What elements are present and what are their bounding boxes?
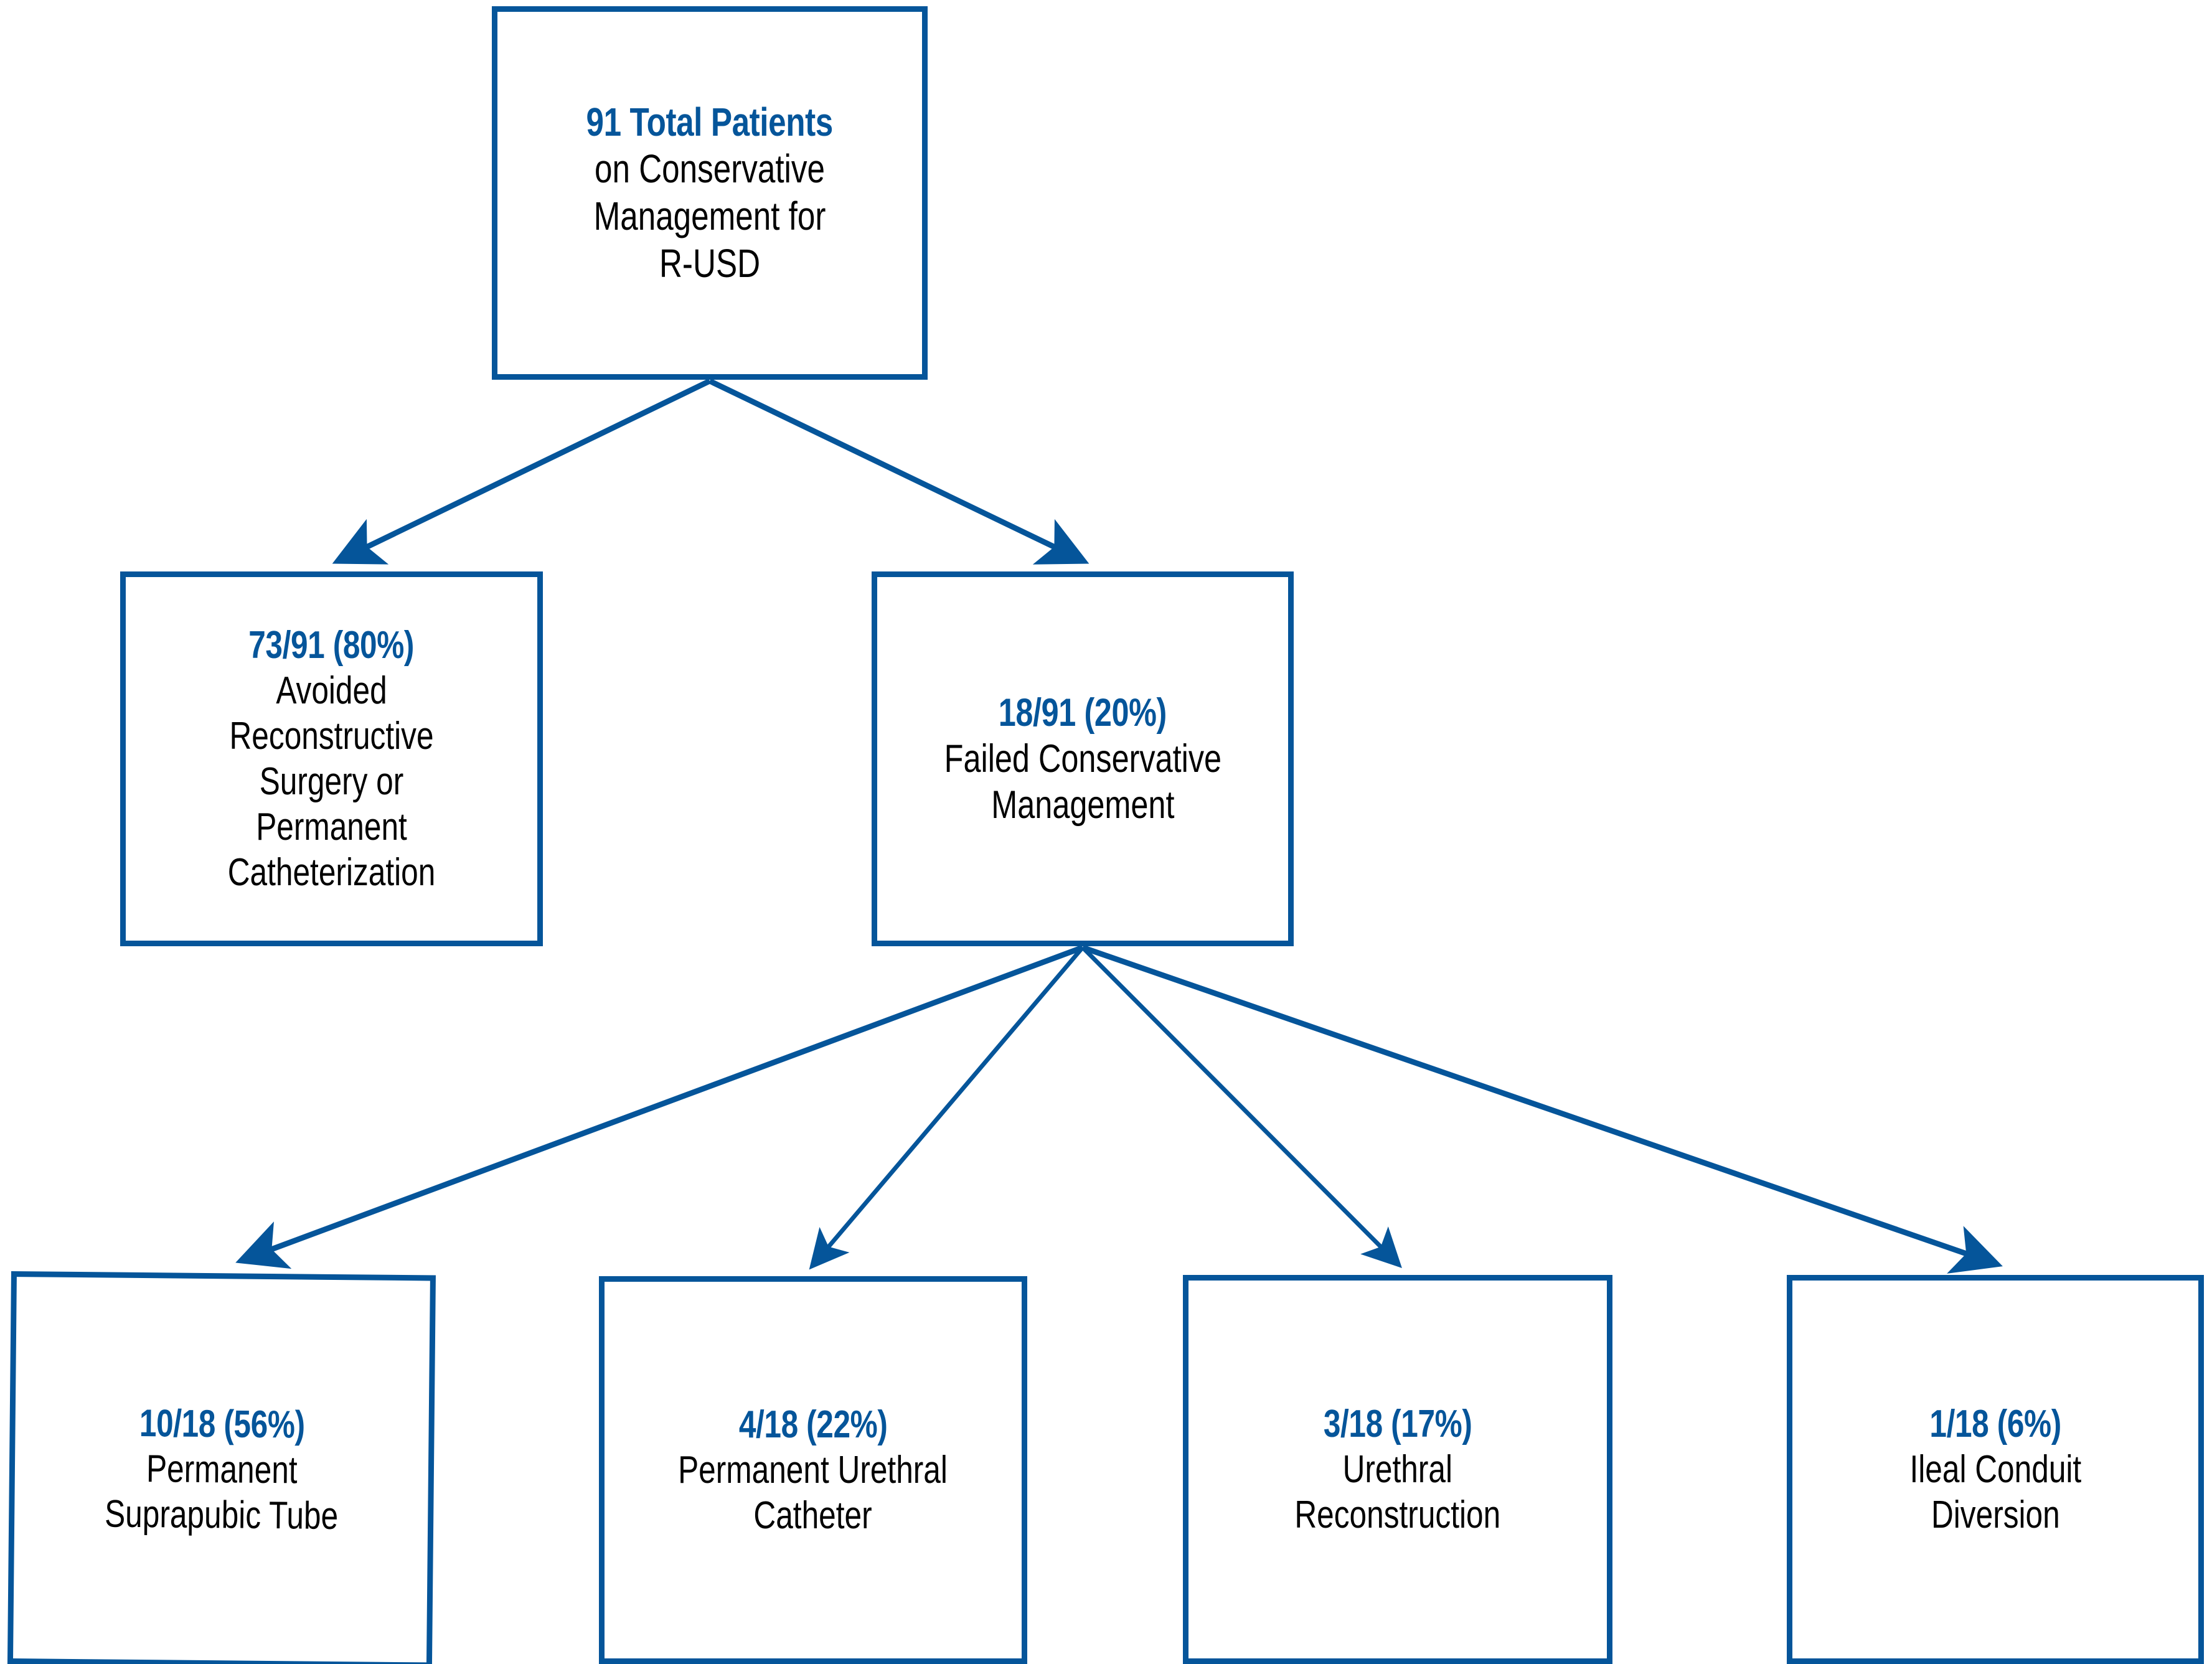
node-total-patients[interactable]: 91 Total Patients on Conservative Manage…	[492, 6, 928, 380]
node-failed-conservative-management-count: 18/91 (20%)	[998, 690, 1167, 735]
edge-failed-to-urethral-reconstruction	[1081, 946, 1402, 1268]
node-ileal-conduit-diversion-count: 1/18 (6%)	[1929, 1402, 2061, 1445]
node-urethral-reconstruction[interactable]: 3/18 (17%) Urethral Reconstruction	[1183, 1275, 1612, 1664]
edge-root-to-avoided	[332, 378, 711, 565]
node-avoided-surgery[interactable]: 73/91 (80%) Avoided Reconstructive Surge…	[120, 571, 543, 946]
edge-failed-to-ileal-conduit	[1081, 944, 2003, 1274]
node-ileal-conduit-diversion[interactable]: 1/18 (6%) Ileal Conduit Diversion	[1787, 1275, 2204, 1664]
node-failed-conservative-management-label: Failed Conservative Management	[944, 736, 1221, 827]
node-urethral-reconstruction-count: 3/18 (17%)	[1323, 1402, 1472, 1445]
node-total-patients-count: 91 Total Patients	[586, 99, 834, 144]
node-ileal-conduit-diversion-label: Ileal Conduit Diversion	[1909, 1447, 2081, 1537]
node-avoided-surgery-label: Avoided Reconstructive Surgery or Perman…	[227, 669, 436, 895]
node-urethral-reconstruction-label: Urethral Reconstruction	[1294, 1447, 1501, 1537]
node-failed-conservative-management[interactable]: 18/91 (20%) Failed Conservative Manageme…	[872, 571, 1294, 946]
edge-failed-to-urethral-catheter	[809, 946, 1085, 1270]
edge-failed-to-suprapubic-tube	[235, 944, 1084, 1269]
node-permanent-urethral-catheter-count: 4/18 (22%)	[738, 1403, 888, 1446]
node-permanent-suprapubic-tube-count: 10/18 (56%)	[139, 1401, 305, 1447]
node-total-patients-label: on Conservative Management for R-USD	[593, 146, 826, 286]
node-permanent-urethral-catheter-label: Permanent Urethral Catheter	[678, 1448, 948, 1538]
node-permanent-urethral-catheter[interactable]: 4/18 (22%) Permanent Urethral Catheter	[599, 1276, 1027, 1664]
node-permanent-suprapubic-tube[interactable]: 10/18 (56%) Permanent Suprapubic Tube	[7, 1271, 436, 1664]
edge-root-to-failed	[708, 378, 1090, 565]
node-permanent-suprapubic-tube-label: Permanent Suprapubic Tube	[104, 1447, 339, 1538]
node-avoided-surgery-count: 73/91 (80%)	[248, 623, 415, 667]
